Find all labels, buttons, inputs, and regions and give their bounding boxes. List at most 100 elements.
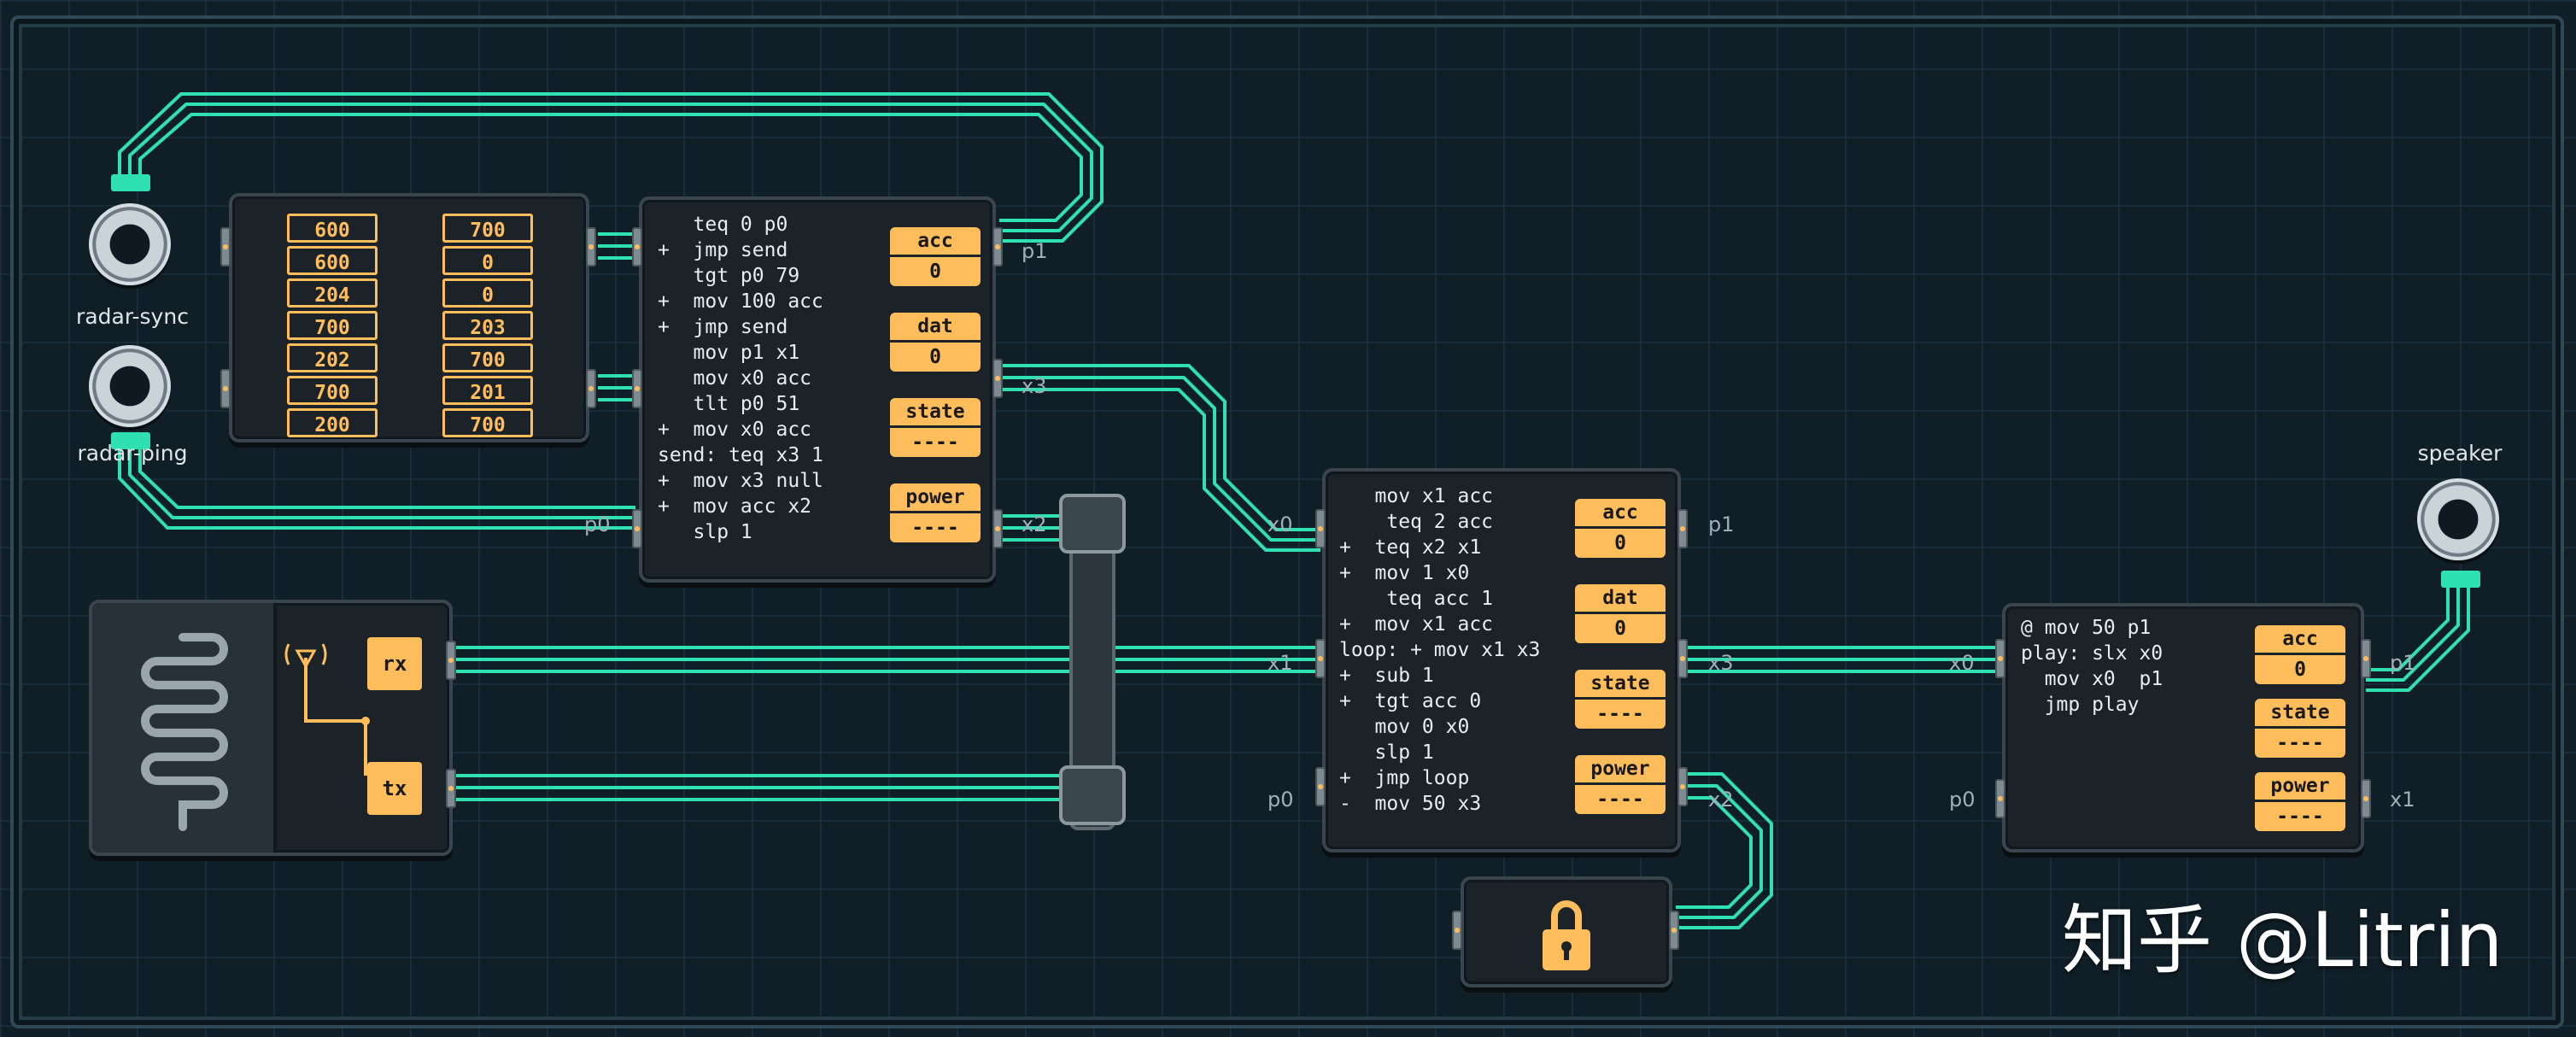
mc3-pin[interactable]: [1995, 639, 2005, 678]
mc2-pin[interactable]: [1677, 767, 1688, 806]
rom-cell[interactable]: 200: [287, 408, 378, 437]
rom-pin[interactable]: [586, 369, 596, 408]
rom-column-a: 600 600 204 700 202 700 200: [287, 214, 378, 441]
rom-cell[interactable]: 0: [442, 278, 533, 308]
lock-module[interactable]: [1461, 876, 1672, 987]
radar-sync-sensor[interactable]: [89, 203, 171, 285]
radio-rx-port[interactable]: rx: [367, 637, 422, 690]
rom-cell[interactable]: 0: [442, 246, 533, 275]
mc1-pin[interactable]: [992, 227, 1003, 267]
mc2-chip[interactable]: mov x1 acc teq 2 acc + teq x2 x1 + mov 1…: [1322, 468, 1681, 852]
mc3-code-editor[interactable]: @ mov 50 p1 play: slx x0 mov x0 p1 jmp p…: [2021, 617, 2163, 716]
wire-rom-mc1[interactable]: [598, 232, 635, 401]
wire-mc2x3-mc3x0[interactable]: [1683, 646, 2000, 673]
mc3-port-p0-label: p0: [1949, 788, 1976, 811]
mc1-power-register: power----: [890, 483, 981, 542]
radio-tx-port[interactable]: tx: [367, 762, 422, 815]
speaker-label: speaker: [2417, 441, 2503, 466]
mc2-pin[interactable]: [1315, 767, 1326, 806]
rom-cell[interactable]: 204: [287, 278, 378, 308]
wire-rx-mc2x1[interactable]: [456, 646, 1320, 673]
rom-cell[interactable]: 201: [442, 376, 533, 405]
mc3-port-x0-label: x0: [1949, 651, 1975, 675]
lock-pin[interactable]: [1669, 911, 1679, 950]
rom-chip[interactable]: 600 600 204 700 202 700 200 700 0 0 203 …: [229, 193, 589, 442]
wire-mc1x3-mc2x0[interactable]: [999, 364, 1320, 552]
wire-mc3p1-speaker[interactable]: [2366, 576, 2470, 692]
wire-radar-ping-p0[interactable]: [118, 444, 635, 530]
radio-coil-icon: [141, 633, 228, 831]
wire-mc2x2-lock[interactable]: [1676, 772, 1773, 929]
mc2-pin[interactable]: [1315, 509, 1326, 548]
bus-bar: [1059, 494, 1126, 830]
rom-pin[interactable]: [586, 227, 596, 267]
mc1-port-p1-label: p1: [1022, 239, 1048, 263]
rom-cell[interactable]: 700: [442, 408, 533, 437]
mc2-power-register: power----: [1575, 755, 1666, 814]
rom-pin[interactable]: [220, 369, 231, 408]
mc2-port-x2-label: x2: [1708, 788, 1734, 811]
mc3-pin[interactable]: [2361, 779, 2371, 818]
mc2-code-editor[interactable]: mov x1 acc teq 2 acc + teq x2 x1 + mov 1…: [1339, 485, 1541, 815]
mc1-port-p0-label: p0: [584, 513, 611, 536]
radar-ping-label: radar-ping: [77, 441, 188, 466]
mc2-pin[interactable]: [1677, 639, 1688, 678]
mc1-pin[interactable]: [992, 509, 1003, 548]
rom-cell[interactable]: 700: [287, 376, 378, 405]
rom-cell[interactable]: 600: [287, 246, 378, 275]
mc2-state-register: state----: [1575, 670, 1666, 729]
mc3-pin[interactable]: [1995, 779, 2005, 818]
rom-pin[interactable]: [220, 227, 231, 267]
mc1-state-register: state----: [890, 398, 981, 457]
lock-icon: [1543, 900, 1590, 970]
speaker-connector: [2441, 571, 2480, 588]
rom-cell[interactable]: 202: [287, 343, 378, 372]
rom-column-b: 700 0 0 203 700 201 700: [442, 214, 533, 441]
watermark: 知乎 @Litrin: [2062, 896, 2503, 984]
mc1-pin[interactable]: [632, 227, 642, 267]
speaker-device[interactable]: [2417, 478, 2499, 560]
rom-cell[interactable]: 700: [442, 343, 533, 372]
mc2-port-x0-label: x0: [1268, 513, 1293, 536]
mc1-pin[interactable]: [632, 509, 642, 548]
mc3-power-register: power----: [2255, 772, 2345, 831]
mc3-pin[interactable]: [2361, 639, 2371, 678]
mc1-port-x3-label: x3: [1022, 374, 1047, 398]
mc2-pin[interactable]: [1315, 639, 1326, 678]
mc3-port-p1-label: p1: [2390, 651, 2416, 675]
radio-pin[interactable]: [446, 769, 456, 808]
mc2-port-x3-label: x3: [1708, 651, 1734, 675]
mc3-state-register: state----: [2255, 699, 2345, 758]
radar-ping-sensor[interactable]: [89, 345, 171, 427]
radio-module[interactable]: rx tx: [89, 600, 453, 856]
rom-cell[interactable]: 600: [287, 214, 378, 243]
mc1-chip[interactable]: teq 0 p0 + jmp send tgt p0 79 + mov 100 …: [639, 196, 996, 583]
rom-cell[interactable]: 700: [287, 311, 378, 340]
mc2-pin[interactable]: [1677, 509, 1688, 548]
radio-antenna-panel: [92, 603, 277, 852]
radio-antenna-icon: [284, 643, 370, 776]
rom-cell[interactable]: 203: [442, 311, 533, 340]
mc2-port-p1-label: p1: [1708, 513, 1735, 536]
mc3-port-x1-label: x1: [2390, 788, 2415, 811]
mc2-port-p0-label: p0: [1268, 788, 1294, 811]
radar-ping-connector: [111, 432, 150, 449]
wire-tx-bus[interactable]: [456, 774, 1069, 801]
radar-sync-label: radar-sync: [76, 304, 189, 329]
mc1-port-x2-label: x2: [1022, 513, 1047, 536]
wire-radar-sync-p1[interactable]: [118, 92, 1104, 243]
board-frame: [10, 15, 2564, 1028]
rom-cell[interactable]: 700: [442, 214, 533, 243]
mc3-chip[interactable]: @ mov 50 p1 play: slx x0 mov x0 p1 jmp p…: [2002, 603, 2364, 852]
radio-pin[interactable]: [446, 641, 456, 680]
mc1-pin[interactable]: [632, 369, 642, 408]
mc1-code-editor[interactable]: teq 0 p0 + jmp send tgt p0 79 + mov 100 …: [658, 214, 823, 543]
mc1-pin[interactable]: [992, 359, 1003, 398]
wire-mc1x2-bus[interactable]: [999, 514, 1069, 542]
lock-pin[interactable]: [1452, 911, 1462, 950]
